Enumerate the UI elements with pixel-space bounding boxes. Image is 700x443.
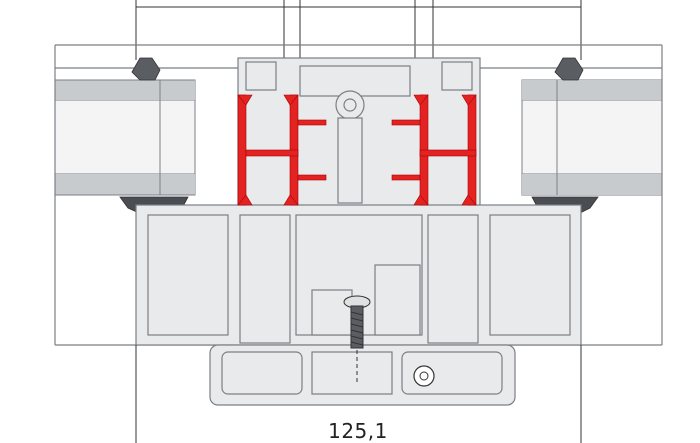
top-extension-lines [135,0,582,70]
bottom-dimension [135,345,582,443]
left-glass-unit [54,79,196,196]
thermal-break-right [391,94,477,206]
dimension-label: 125,1 [328,419,388,443]
screw [343,295,371,385]
material-symbol-icon [413,365,435,387]
thermal-break-left [237,94,327,206]
central-profile [135,57,582,406]
right-glass-unit [521,79,663,196]
